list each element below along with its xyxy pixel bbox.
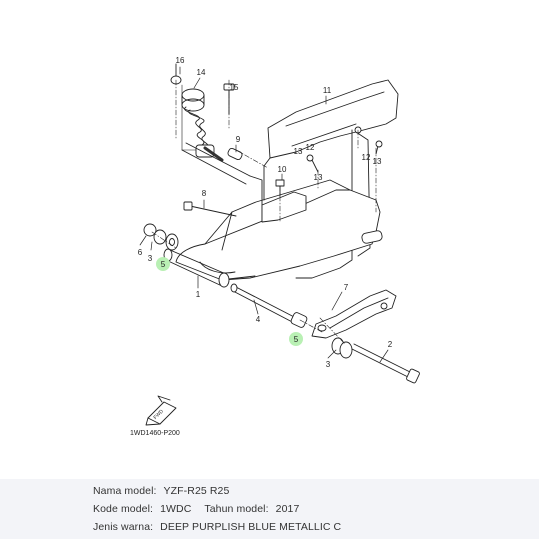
model-code-label: Kode model: <box>93 503 154 515</box>
color-row: Jenis warna: DEEP PURPLISH BLUE METALLIC … <box>93 521 341 533</box>
leader-lines <box>151 79 377 345</box>
bolt-13-upper <box>306 154 319 173</box>
shock-absorber <box>170 63 224 162</box>
callout-8: 8 <box>202 189 207 198</box>
callout-14: 14 <box>197 68 206 77</box>
callout-5-left: 5 <box>161 260 166 269</box>
diagram-code: 1WD1460-P200 <box>130 430 180 437</box>
callout-3-left: 3 <box>148 254 153 263</box>
model-code-value: 1WDC <box>160 503 192 515</box>
model-code-row: Kode model: 1WDC Tahun model: 2017 <box>93 503 299 515</box>
callout-2: 2 <box>388 340 393 349</box>
model-name-row: Nama model: YZF-R25 R25 <box>93 485 229 497</box>
model-info-panel: Nama model: YZF-R25 R25 Kode model: 1WDC Ta… <box>0 479 539 539</box>
model-year-label: Tahun model: <box>204 503 269 515</box>
callout-7: 7 <box>344 283 349 292</box>
callout-13-right: 13 <box>373 157 382 166</box>
callout-12: 12 <box>362 153 371 162</box>
callout-leaders <box>139 66 389 363</box>
model-name-value: YZF-R25 R25 <box>163 485 230 497</box>
collar-9 <box>227 147 243 161</box>
model-year-value: 2017 <box>275 503 300 515</box>
model-name-label: Nama model: <box>93 485 157 497</box>
highlight-part-5-left <box>156 257 170 271</box>
callout-9: 9 <box>236 135 241 144</box>
color-value: DEEP PURPLISH BLUE METALLIC C <box>160 521 342 533</box>
callout-4: 4 <box>256 315 261 324</box>
callout-10: 10 <box>278 165 287 174</box>
callout-13-upper: 13 <box>294 147 303 156</box>
fwd-arrow-icon <box>145 395 177 426</box>
collar-3 <box>331 337 353 359</box>
bolt-2 <box>351 343 420 384</box>
callout-6: 6 <box>138 248 143 257</box>
parts-diagram: 16 14 15 9 11 13 12 13 10 12 13 8 6 3 5 … <box>130 56 420 437</box>
bolt-8 <box>183 201 237 217</box>
callout-11: 11 <box>323 86 332 95</box>
bushing-left <box>143 223 179 251</box>
swingarm <box>175 179 383 281</box>
bracket-7 <box>311 289 397 339</box>
callout-12-upper: 12 <box>306 143 315 152</box>
callout-5-right: 5 <box>294 335 299 344</box>
callout-13: 13 <box>314 173 323 182</box>
pivot-shaft <box>230 283 308 328</box>
callout-1: 1 <box>196 290 201 299</box>
callout-15: 15 <box>230 83 239 92</box>
bolt-12-13-right <box>354 126 383 155</box>
callout-16: 16 <box>176 56 185 65</box>
callout-3-right: 3 <box>326 360 331 369</box>
color-label: Jenis warna: <box>93 521 154 533</box>
frame-outline <box>181 79 399 279</box>
highlight-part-5-right <box>289 332 303 346</box>
